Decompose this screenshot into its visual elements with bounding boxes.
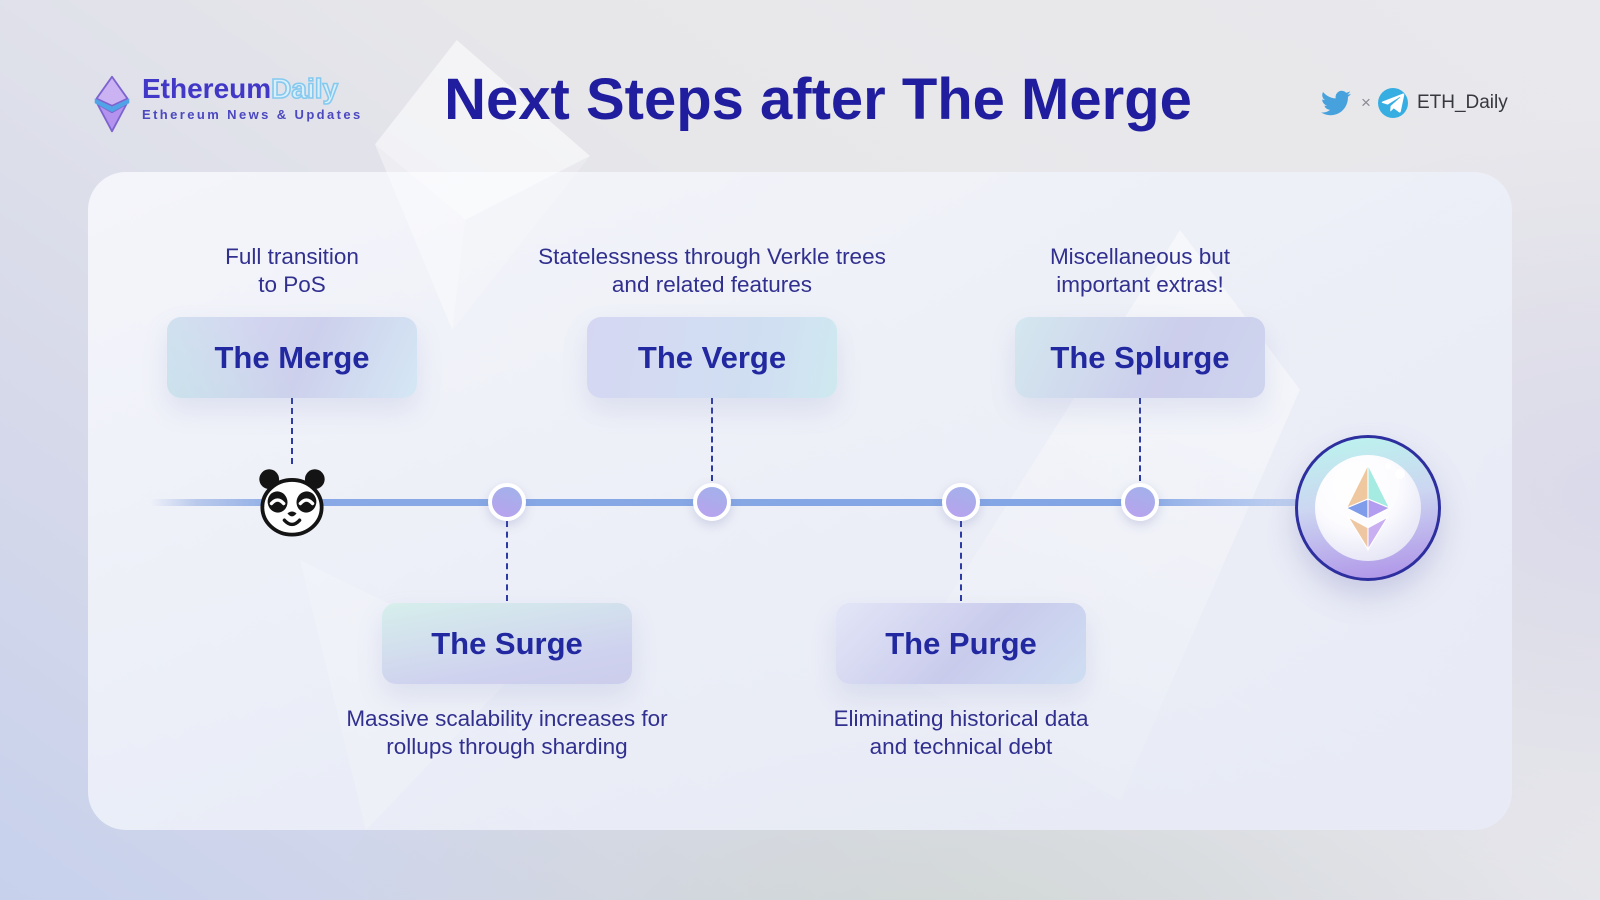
phase-merge-connector — [291, 398, 293, 464]
brand-text: EthereumDaily Ethereum News & Updates — [142, 73, 363, 122]
twitter-icon — [1321, 90, 1351, 116]
panda-icon — [259, 469, 325, 537]
phase-merge-box: The Merge — [167, 317, 417, 398]
phase-purge-label: The Purge — [885, 625, 1037, 661]
phase-splurge-label: The Splurge — [1050, 339, 1230, 375]
phase-verge-label: The Verge — [637, 339, 787, 375]
phase-purge-connector — [960, 521, 962, 601]
brand-tagline: Ethereum News & Updates — [142, 107, 363, 122]
phase-verge-connector — [711, 398, 713, 481]
phase-surge-label: The Surge — [431, 625, 583, 661]
cross-separator: × — [1361, 93, 1371, 112]
phase-surge-box: The Surge — [382, 603, 632, 684]
ethereum-coin — [1295, 435, 1441, 581]
phase-verge-description: Statelessness through Verkle trees and r… — [538, 244, 886, 297]
phase-verge-node — [693, 483, 731, 521]
phase-surge-node — [488, 483, 526, 521]
ethereum-crystal-icon — [94, 75, 130, 133]
phase-surge-connector — [506, 521, 508, 601]
telegram-icon — [1377, 88, 1408, 118]
page-title: Next Steps after The Merge — [444, 67, 1192, 132]
ethereum-coin-face — [1315, 455, 1421, 561]
phase-splurge-node — [1121, 483, 1159, 521]
social-bar: × ETH_Daily — [1318, 88, 1508, 118]
phase-splurge-connector — [1139, 398, 1141, 481]
brand-logo: EthereumDaily Ethereum News & Updates — [92, 73, 363, 134]
phase-surge-description: Massive scalability increases for rollup… — [346, 706, 668, 759]
phase-splurge-box: The Splurge — [1015, 317, 1265, 398]
social-handle: ETH_Daily — [1416, 92, 1508, 113]
phase-merge-description: Full transition to PoS — [225, 244, 359, 297]
brand-name: EthereumDaily — [142, 73, 339, 105]
phase-purge-box: The Purge — [836, 603, 1086, 684]
phase-purge-node — [942, 483, 980, 521]
ethereum-logo-icon — [1345, 464, 1391, 552]
phase-splurge-description: Miscellaneous but important extras! — [1049, 244, 1231, 297]
phase-merge-label: The Merge — [214, 339, 370, 375]
phase-verge-box: The Verge — [587, 317, 837, 398]
phase-purge-description: Eliminating historical data and technica… — [833, 706, 1089, 759]
